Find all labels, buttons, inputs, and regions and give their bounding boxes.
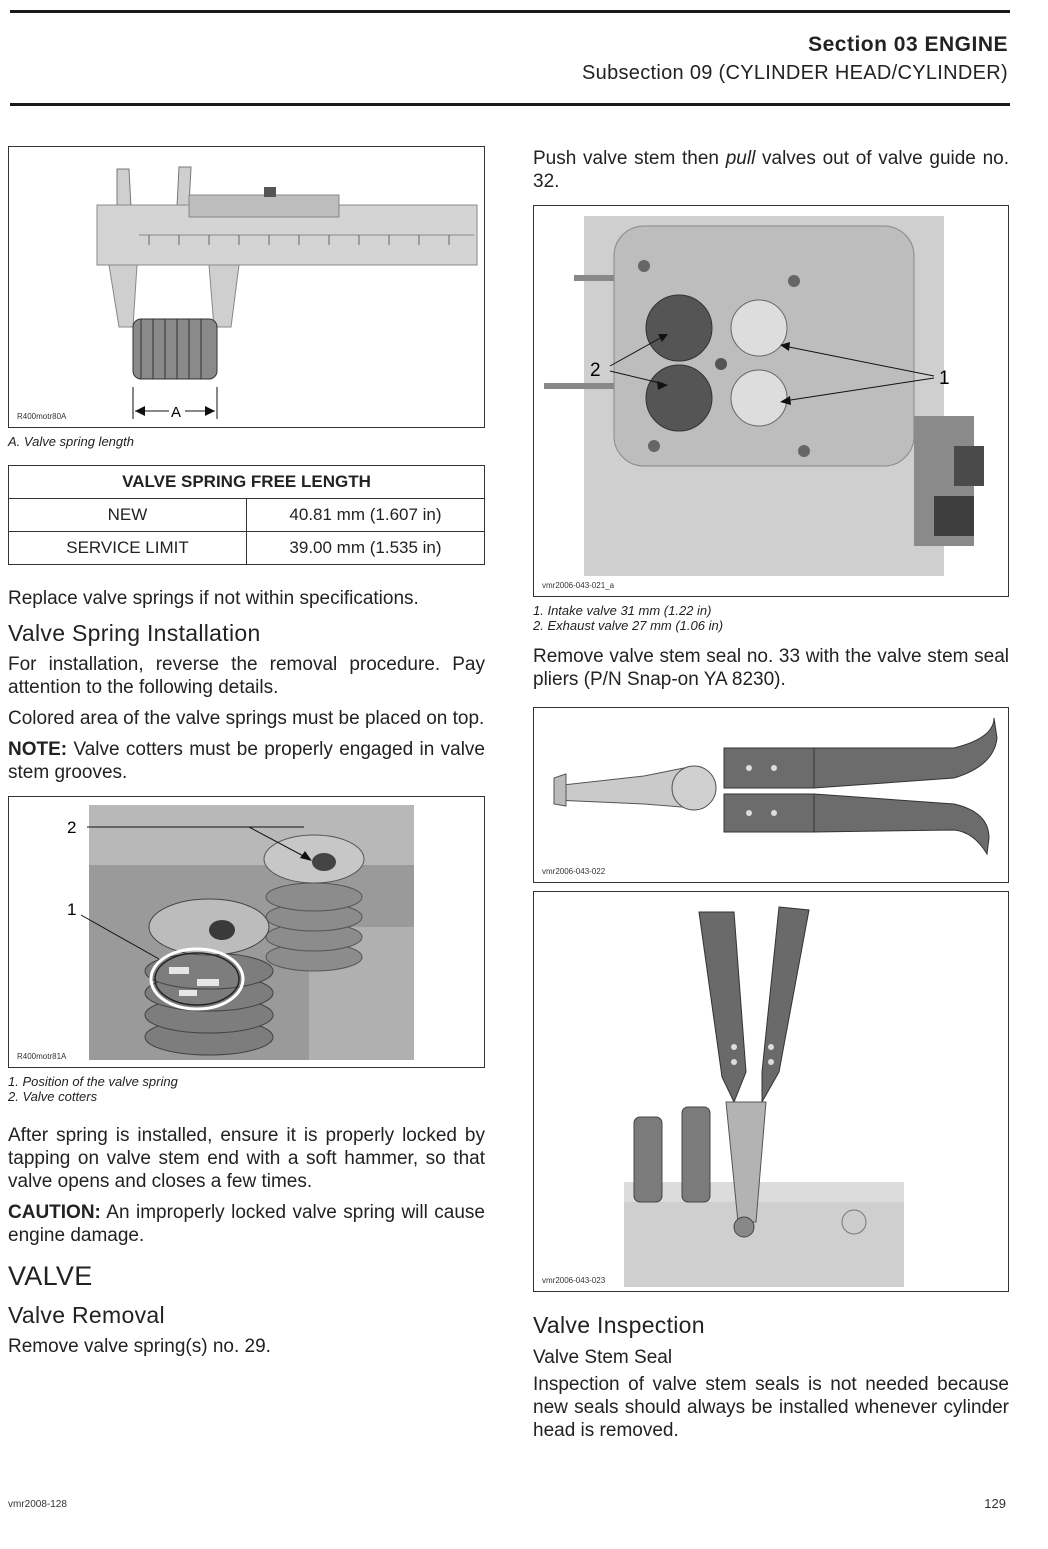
caption-item: 1. Position of the valve spring <box>8 1074 178 1089</box>
valve-springs-photo: 2 1 <box>67 805 414 1060</box>
heading-spring-installation: Valve Spring Installation <box>8 620 261 646</box>
callout-2: 2 <box>590 360 601 381</box>
caption-item: 2. Valve cotters <box>8 1089 98 1104</box>
note-text: Valve cotters must be properly engaged i… <box>8 739 485 783</box>
caution-label: CAUTION: <box>8 1202 101 1223</box>
heading-valve-inspection: Valve Inspection <box>533 1312 705 1338</box>
figure-code: R400motr81A <box>17 1052 67 1061</box>
text-emphasis: pull <box>725 148 756 169</box>
pliers-on-head-photo <box>624 906 904 1287</box>
table-row: SERVICE LIMIT 39.00 mm (1.535 in) <box>8 531 485 565</box>
heading-valve-removal: Valve Removal <box>8 1302 165 1328</box>
callout-1: 1 <box>939 368 950 389</box>
figure-caption: A. Valve spring length <box>8 434 134 449</box>
subsection-title: Subsection 09 (CYLINDER HEAD/CYLINDER) <box>582 62 1008 84</box>
figure-code: vmr2006-043-021_a <box>542 581 615 590</box>
spec-label: NEW <box>8 498 247 532</box>
paragraph-inspection: Inspection of valve stem seals is not ne… <box>533 1374 1009 1441</box>
heading-valve-stem-seal: Valve Stem Seal <box>533 1347 673 1368</box>
note: NOTE: Valve cotters must be properly eng… <box>8 738 485 784</box>
figure-caliper: A R400motr80A <box>8 146 485 428</box>
paragraph-removal: Remove valve spring(s) no. 29. <box>8 1336 271 1357</box>
figure-caption: 1. Intake valve 31 mm (1.22 in) 2. Exhau… <box>533 603 1009 633</box>
figure-seal-pliers: vmr2006-043-022 <box>533 707 1009 883</box>
top-rule <box>10 10 1010 13</box>
figure-code: vmr2006-043-023 <box>542 1276 606 1285</box>
caliper-illustration: A <box>96 166 478 421</box>
figure-valve-springs: 2 1 R400motr81A <box>8 796 485 1068</box>
spec-value: 39.00 mm (1.535 in) <box>246 531 485 565</box>
heading-valve: VALVE <box>8 1261 93 1291</box>
dimension-a-label: A <box>171 404 181 421</box>
paragraph-seal-removal: Remove valve stem seal no. 33 with the v… <box>533 646 1009 690</box>
footer-doc-code: vmr2008-128 <box>8 1499 67 1510</box>
text-run: valves out of valve guide no. 32. <box>533 148 1010 192</box>
figure-code: vmr2006-043-022 <box>542 867 606 876</box>
page-number: 129 <box>984 1496 1006 1511</box>
seal-pliers-illustration <box>553 717 998 856</box>
text-run: Push valve stem then <box>533 148 726 169</box>
note-label: NOTE: <box>8 739 68 760</box>
spec-value: 40.81 mm (1.607 in) <box>246 498 485 532</box>
spec-label: SERVICE LIMIT <box>8 531 247 565</box>
paragraph-colored-area: Colored area of the valve springs must b… <box>8 708 485 729</box>
callout-2: 2 <box>67 818 76 837</box>
paragraph-push: Push valve stem then pull valves out of … <box>533 147 1009 193</box>
table-row: NEW 40.81 mm (1.607 in) <box>8 498 485 532</box>
spec-table-title: VALVE SPRING FREE LENGTH <box>8 465 485 499</box>
cylinder-head-photo: 2 1 <box>544 216 984 576</box>
caption-item: 1. Intake valve 31 mm (1.22 in) <box>533 603 712 618</box>
paragraph-after-install: After spring is installed, ensure it is … <box>8 1125 485 1192</box>
caution-text: An improperly locked valve spring will c… <box>8 1202 485 1246</box>
header-rule <box>10 103 1010 106</box>
caution: CAUTION: An improperly locked valve spri… <box>8 1201 485 1247</box>
section-title: Section 03 ENGINE <box>808 33 1008 56</box>
paragraph-replace: Replace valve springs if not within spec… <box>8 588 419 609</box>
right-column: Push valve stem then pull valves out of … <box>533 147 1009 1450</box>
spec-table: VALVE SPRING FREE LENGTH NEW 40.81 mm (1… <box>8 465 485 565</box>
callout-1: 1 <box>67 900 76 919</box>
figure-cylinder-head: 2 1 vmr2006-043-021_a <box>533 205 1009 597</box>
paragraph-installation: For installation, reverse the removal pr… <box>8 654 485 698</box>
figure-pliers-on-head: vmr2006-043-023 <box>533 891 1009 1292</box>
left-column: A R400motr80A A. Valve spring length VAL… <box>8 146 485 1366</box>
figure-code: R400motr80A <box>17 412 67 421</box>
figure-caption: 1. Position of the valve spring 2. Valve… <box>8 1074 485 1104</box>
caption-item: 2. Exhaust valve 27 mm (1.06 in) <box>533 618 724 633</box>
